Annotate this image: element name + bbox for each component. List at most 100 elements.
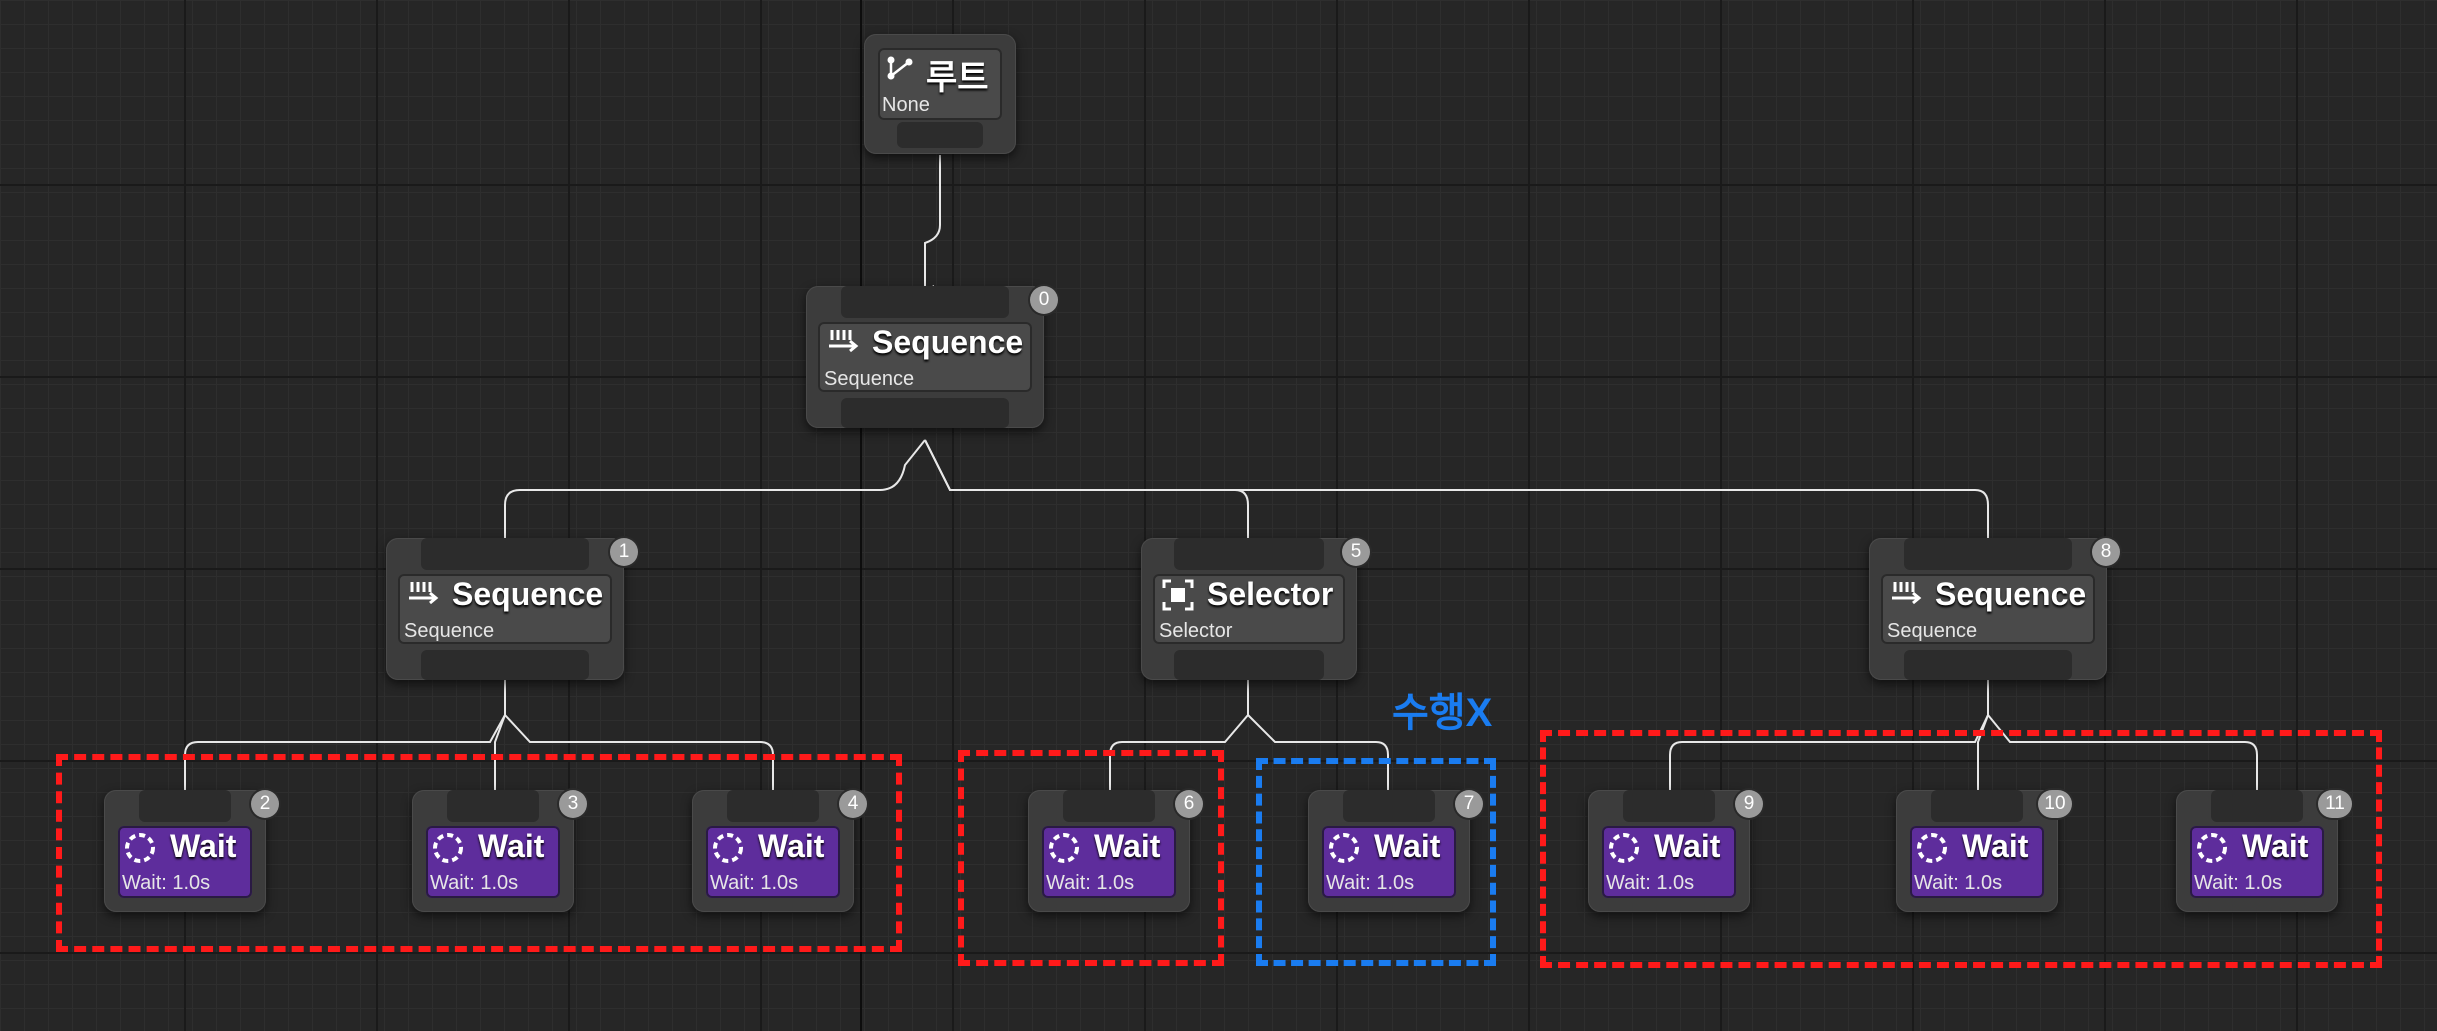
selector-5-input-pin[interactable] (1174, 538, 1324, 570)
tree-icon (884, 52, 916, 89)
graph-origin-axis (860, 0, 862, 1031)
wait-body (1602, 826, 1736, 898)
wait-title: Wait (1962, 828, 2029, 864)
wait-title: Wait (2242, 828, 2309, 864)
selector-5-title: Selector (1207, 576, 1334, 612)
wire-seq0-sel5 (924, 439, 1257, 552)
sequence-icon (826, 326, 862, 361)
wire-root-seq0 (923, 155, 941, 295)
execution-index-badge: 4 (839, 790, 867, 818)
wire-seq1-wait3 (494, 714, 506, 803)
sequence-1-title: Sequence (452, 576, 604, 612)
wait-subtitle: Wait: 1.0s (1046, 872, 1135, 894)
sequence-1-input-pin[interactable] (421, 538, 589, 570)
sequence-8-output-pin[interactable] (1904, 650, 2072, 680)
wait-input-pin[interactable] (1623, 790, 1715, 822)
wait-icon (710, 830, 746, 871)
skipped-group-box (1256, 758, 1496, 966)
wire-seq8-wait11 (1987, 714, 2266, 803)
execution-index-badge: 7 (1455, 790, 1483, 818)
wire-seq0-seq8 (924, 439, 1997, 552)
wait-input-pin[interactable] (727, 790, 819, 822)
wait-subtitle: Wait: 1.0s (2194, 872, 2283, 894)
root-output-pin[interactable] (897, 122, 983, 148)
executed-group-box (56, 754, 902, 952)
wait-input-pin[interactable] (1931, 790, 2023, 822)
wait-body (1910, 826, 2044, 898)
sequence-node-0[interactable]: Sequence Sequence (806, 286, 1044, 428)
selector-5-subtitle: Selector (1159, 620, 1233, 642)
wire-seq8-wait9 (1669, 680, 1989, 803)
wait-subtitle: Wait: 1.0s (1606, 872, 1695, 894)
wait-input-pin[interactable] (1063, 790, 1155, 822)
root-subtitle: None (882, 94, 930, 116)
selector-5-output-pin[interactable] (1174, 650, 1324, 680)
wait-task-node-10[interactable]: Wait Wait: 1.0s (1896, 790, 2058, 912)
wait-body (426, 826, 560, 898)
sequence-8-title: Sequence (1935, 576, 2087, 612)
sequence-8-body (1881, 574, 2095, 644)
sequence-1-body (398, 574, 612, 644)
wait-title: Wait (1094, 828, 1161, 864)
wait-subtitle: Wait: 1.0s (1914, 872, 2003, 894)
sequence-0-output-pin[interactable] (841, 398, 1009, 428)
wait-title: Wait (478, 828, 545, 864)
wait-body (118, 826, 252, 898)
execution-index-badge: 3 (559, 790, 587, 818)
selector-icon (1161, 578, 1195, 617)
wire-seq1-wait2 (184, 680, 506, 803)
sequence-8-input-pin[interactable] (1904, 538, 2072, 570)
wait-task-node-11[interactable]: Wait Wait: 1.0s (2176, 790, 2338, 912)
sequence-icon (1889, 578, 1925, 613)
execution-index-badge: 1 (610, 538, 638, 566)
execution-index-badge: 5 (1342, 538, 1370, 566)
wait-task-node-6[interactable]: Wait Wait: 1.0s (1028, 790, 1190, 912)
wait-icon (2194, 830, 2230, 871)
sequence-8-subtitle: Sequence (1887, 620, 1978, 642)
wait-icon (122, 830, 158, 871)
wait-input-pin[interactable] (2211, 790, 2303, 822)
executed-group-box (1540, 730, 2382, 968)
wait-icon (1046, 830, 1082, 871)
root-body (878, 48, 1002, 120)
wait-subtitle: Wait: 1.0s (1326, 872, 1415, 894)
wait-task-node-3[interactable]: Wait Wait: 1.0s (412, 790, 574, 912)
execution-index-badge: 6 (1175, 790, 1203, 818)
wait-body (1322, 826, 1456, 898)
wait-input-pin[interactable] (447, 790, 539, 822)
sequence-0-input-pin[interactable] (841, 286, 1009, 318)
wait-task-node-7[interactable]: Wait Wait: 1.0s (1308, 790, 1470, 912)
sequence-node-1[interactable]: Sequence Sequence (386, 538, 624, 680)
wait-input-pin[interactable] (139, 790, 231, 822)
execution-index-badge: 2 (251, 790, 279, 818)
wait-subtitle: Wait: 1.0s (710, 872, 799, 894)
wait-body (706, 826, 840, 898)
sequence-icon (406, 578, 442, 613)
execution-index-badge: 8 (2092, 538, 2120, 566)
root-node[interactable]: 루트 None (864, 34, 1016, 154)
wait-task-node-2[interactable]: Wait Wait: 1.0s (104, 790, 266, 912)
wait-task-node-9[interactable]: Wait Wait: 1.0s (1588, 790, 1750, 912)
sequence-0-title: Sequence (872, 324, 1024, 360)
execution-index-badge: 10 (2038, 790, 2072, 818)
wait-subtitle: Wait: 1.0s (430, 872, 519, 894)
sequence-node-8[interactable]: Sequence Sequence (1869, 538, 2107, 680)
wait-subtitle: Wait: 1.0s (122, 872, 211, 894)
execution-index-badge: 11 (2318, 790, 2352, 818)
wait-title: Wait (1654, 828, 1721, 864)
execution-index-badge: 9 (1735, 790, 1763, 818)
wait-title: Wait (758, 828, 825, 864)
wire-seq8-wait10 (1977, 714, 1989, 803)
wait-task-node-4[interactable]: Wait Wait: 1.0s (692, 790, 854, 912)
executed-group-box (958, 750, 1224, 966)
wait-icon (430, 830, 466, 871)
wire-sel5-wait7 (1247, 714, 1397, 803)
selector-node-5[interactable]: Selector Selector (1141, 538, 1357, 680)
sequence-0-subtitle: Sequence (824, 368, 915, 390)
sequence-1-subtitle: Sequence (404, 620, 495, 642)
wait-input-pin[interactable] (1343, 790, 1435, 822)
wire-seq0-seq1 (504, 439, 926, 552)
sequence-1-output-pin[interactable] (421, 650, 589, 680)
